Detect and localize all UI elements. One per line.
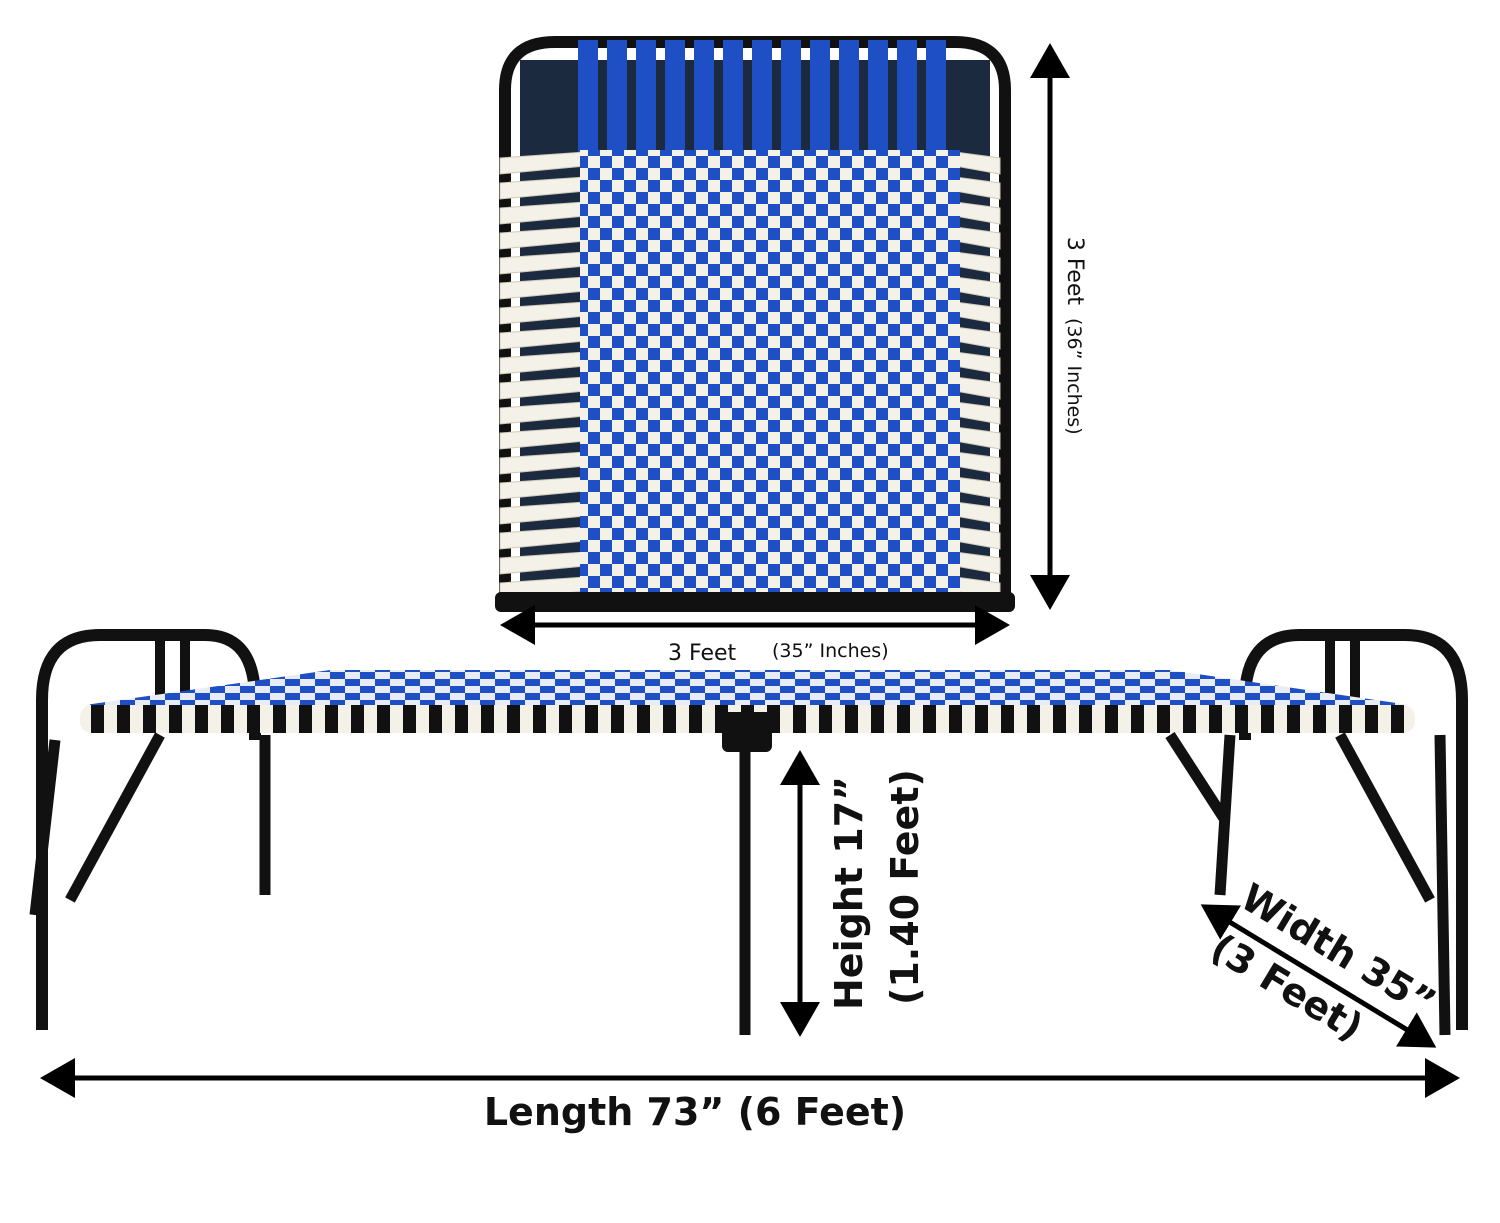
blue-strap bbox=[897, 40, 917, 155]
blue-strap bbox=[781, 40, 801, 155]
blue-strap bbox=[926, 40, 946, 155]
blue-strap bbox=[752, 40, 772, 155]
blue-strap bbox=[607, 40, 627, 155]
blue-strap bbox=[868, 40, 888, 155]
blue-strap bbox=[839, 40, 859, 155]
open-cot-image bbox=[29, 629, 1468, 1036]
folded-width-sublabel: (35” Inches) bbox=[772, 640, 889, 662]
folded-width-label: 3 Feet bbox=[668, 641, 737, 666]
width-arrow bbox=[1200, 904, 1437, 1048]
blue-strap bbox=[665, 40, 685, 155]
folded-height-sublabel: (36” Inches) bbox=[1063, 318, 1085, 435]
length-label: Length 73” (6 Feet) bbox=[484, 1090, 906, 1134]
folded-cot-image bbox=[495, 36, 1015, 612]
height-label: Height 17” bbox=[827, 776, 871, 1010]
folded-height-label: 3 Feet bbox=[1062, 237, 1087, 306]
blue-strap bbox=[578, 40, 598, 155]
blue-strap bbox=[636, 40, 656, 155]
blue-strap bbox=[694, 40, 714, 155]
blue-strap bbox=[810, 40, 830, 155]
blue-strap bbox=[723, 40, 743, 155]
height-sublabel: (1.40 Feet) bbox=[883, 769, 927, 1005]
